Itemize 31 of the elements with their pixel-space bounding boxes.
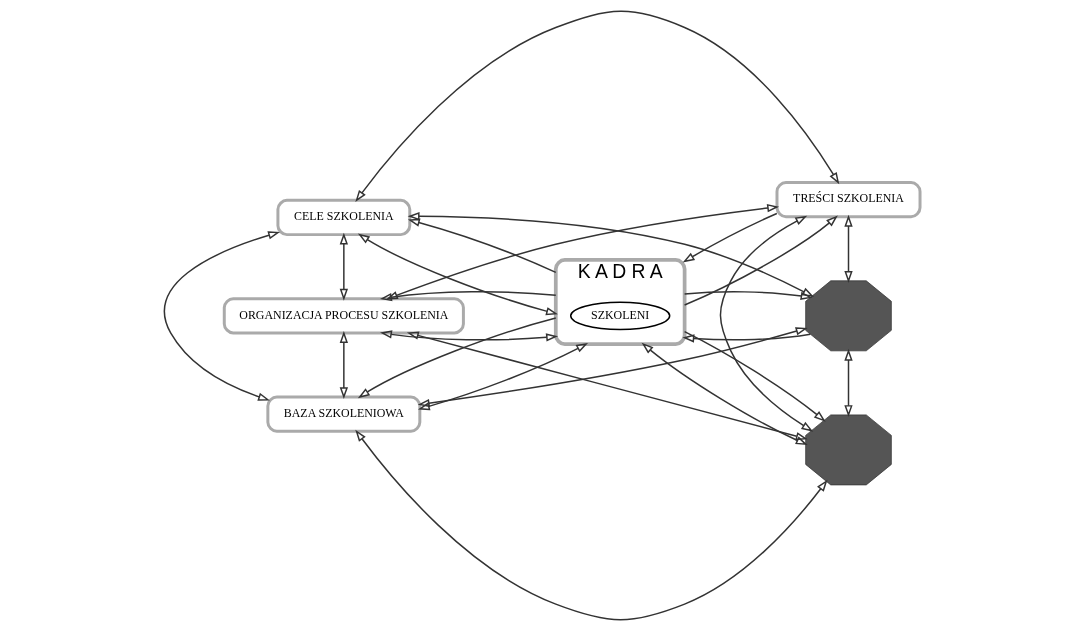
arrow	[339, 330, 348, 400]
node-octagon	[804, 280, 892, 352]
arrow	[385, 203, 779, 300]
arrow	[407, 212, 814, 298]
node-box: CELE SZKOLENIA	[275, 198, 411, 237]
arrow	[417, 343, 588, 411]
node-box: TREŚCI SZKOLENIA	[775, 181, 921, 219]
arrow	[641, 342, 808, 446]
node-ellipse: SZKOLENI	[569, 301, 670, 331]
node-box: ORGANIZACJA PROCESU SZKOLENIA	[222, 297, 465, 335]
arrow	[354, 429, 828, 621]
arrow	[354, 10, 839, 202]
arrow	[357, 317, 557, 399]
arrow	[407, 218, 557, 274]
arrow	[843, 348, 853, 418]
node-octagon	[804, 414, 892, 486]
arrow	[379, 330, 558, 342]
node-box: BAZA SZKOLENIOWA	[265, 395, 421, 433]
arrow	[682, 212, 778, 263]
arrow	[163, 231, 280, 401]
arrow	[406, 331, 808, 441]
arrow	[357, 233, 558, 316]
arrow	[683, 291, 813, 301]
arrow	[683, 330, 826, 422]
arrow	[417, 327, 808, 408]
arrow	[339, 232, 348, 301]
arrow	[379, 291, 557, 302]
arrow	[683, 215, 838, 306]
arrow	[843, 214, 853, 283]
arrow	[719, 215, 813, 432]
arrow	[681, 333, 811, 343]
